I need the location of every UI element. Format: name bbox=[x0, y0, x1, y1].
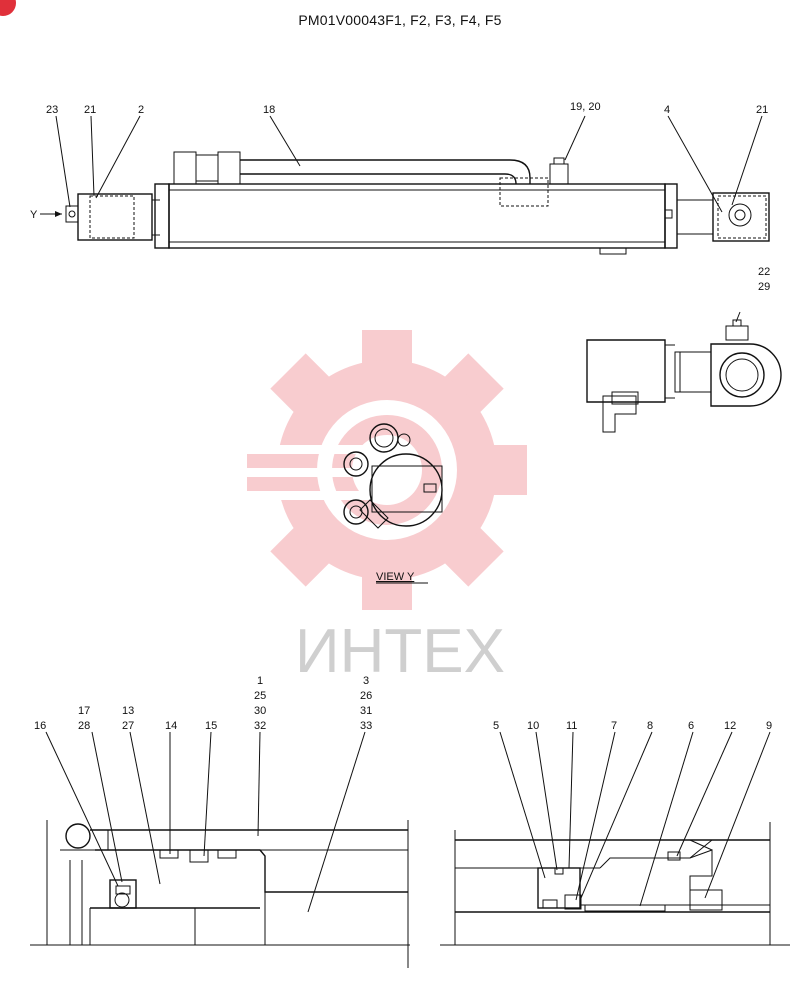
label-32: 32 bbox=[254, 720, 266, 732]
label-8: 8 bbox=[647, 720, 653, 732]
label-13: 13 bbox=[122, 705, 134, 717]
view-y-label: VIEW Y bbox=[376, 571, 415, 583]
label-26: 26 bbox=[360, 690, 372, 702]
label-3: 3 bbox=[363, 675, 369, 687]
label-4: 4 bbox=[664, 104, 670, 116]
section-left: 16 17 28 13 27 14 15 1 25 30 32 3 26 31 … bbox=[30, 675, 410, 968]
rod-eye-detail: 22 29 bbox=[586, 266, 782, 433]
label-28: 28 bbox=[78, 720, 90, 732]
label-21-left: 21 bbox=[84, 104, 96, 116]
label-2: 2 bbox=[138, 104, 144, 116]
label-23: 23 bbox=[46, 104, 58, 116]
label-19-20: 19, 20 bbox=[570, 101, 601, 113]
label-17: 17 bbox=[78, 705, 90, 717]
section-right: 5 10 11 7 8 6 12 9 bbox=[440, 720, 790, 946]
label-31: 31 bbox=[360, 705, 372, 717]
view-y-drawing: VIEW Y bbox=[343, 423, 443, 584]
label-10: 10 bbox=[527, 720, 539, 732]
watermark-text: ИНТЕХ bbox=[295, 617, 505, 686]
label-11: 11 bbox=[566, 720, 577, 732]
label-1: 1 bbox=[257, 675, 263, 687]
corner-badge bbox=[0, 0, 16, 16]
cylinder-assembly: Y 23 21 2 18 19, 20 4 21 bbox=[30, 101, 770, 255]
label-30: 30 bbox=[254, 705, 266, 717]
label-14: 14 bbox=[165, 720, 177, 732]
label-29: 29 bbox=[758, 281, 770, 293]
label-12: 12 bbox=[724, 720, 736, 732]
label-21-right: 21 bbox=[756, 104, 768, 116]
label-25: 25 bbox=[254, 690, 266, 702]
watermark-gear bbox=[240, 330, 527, 610]
label-18: 18 bbox=[263, 104, 275, 116]
drawing-title: PM01V00043F1, F2, F3, F4, F5 bbox=[298, 12, 502, 28]
label-27: 27 bbox=[122, 720, 134, 732]
label-9: 9 bbox=[766, 720, 772, 732]
label-15: 15 bbox=[205, 720, 217, 732]
label-22: 22 bbox=[758, 266, 770, 278]
label-16: 16 bbox=[34, 720, 46, 732]
label-33: 33 bbox=[360, 720, 372, 732]
label-7: 7 bbox=[611, 720, 617, 732]
label-5: 5 bbox=[493, 720, 499, 732]
view-arrow-label: Y bbox=[30, 209, 38, 221]
label-6: 6 bbox=[688, 720, 694, 732]
